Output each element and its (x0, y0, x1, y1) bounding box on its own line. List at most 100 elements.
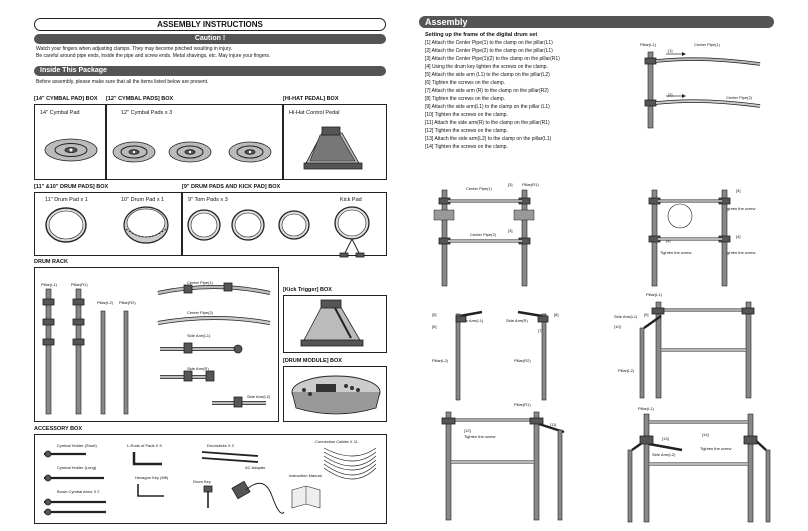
kick-trigger-image (300, 299, 364, 347)
cymbal14-label: 14" Cymbal Pad (40, 110, 80, 116)
kick-trigger-title: [Kick Trigger] BOX (283, 287, 332, 293)
d3-n4-c: [4] (736, 234, 741, 239)
step-2: [2] Attach the Center Pipe(2) to the cla… (425, 48, 553, 54)
d7-side-l2-label: Side Arm(L2) (652, 452, 676, 457)
d6-n12: [12] (464, 428, 471, 433)
page-title: ASSEMBLY INSTRUCTIONS (34, 18, 386, 31)
cymbal12-image (112, 141, 272, 163)
acc-hex-key-label: Hexagon Key (M6) (135, 475, 169, 480)
drum-module-image (291, 375, 381, 415)
inside-heading: Inside This Package (34, 66, 386, 76)
acc-drum-key-label: Drum Key (193, 479, 211, 484)
rack-center2-label: Center Pipe(2) (187, 310, 214, 315)
rack-center1-label: Center Pipe(1) (187, 280, 214, 285)
d7-n14: [14] (702, 432, 709, 437)
steps-list: [1] Attach the Center Pipe(1) to the cla… (425, 40, 630, 152)
module-title: [DRUM MODULE] BOX (283, 358, 342, 364)
step-6: [6] Tighten the screws on the clamp. (425, 80, 506, 86)
caution-heading: Caution ! (34, 34, 386, 44)
diagram-1 (644, 51, 761, 129)
cymbal14-title: [14" CYMBAL PAD] BOX (34, 96, 98, 102)
step-7: [7] Attach the side arm (R) to the clamp… (425, 88, 549, 94)
rack-side-l1-label: Side Arm(L1) (187, 333, 211, 338)
d6-n11: [11] (550, 422, 557, 427)
d4-side-l1-label: Side Arm(L1) (460, 318, 484, 323)
d3-tighten-a: Tighten the screw (724, 206, 756, 211)
d4-side-r-label: Side Arm(R) (506, 318, 528, 323)
d6-pillar-r1-label: Pillar(R1) (514, 402, 531, 407)
d3-n4-a: [4] (736, 188, 741, 193)
d1-n1: [1] (668, 48, 673, 53)
drum9-label: 9" Tom Pads x 3 (188, 197, 228, 203)
acc-boom-arms-label: Boom Cymbal Arms X 2 (57, 489, 100, 494)
drum9-kick-image (187, 206, 370, 258)
d2-pillar-label: Pillar(R1) (522, 182, 539, 187)
d6-tighten: Tighten the screw (464, 434, 496, 439)
caution-line-2: Be careful around pipe ends, inside the … (36, 53, 271, 59)
step-8: [8] Tighten the screws on the clamp. (425, 96, 506, 102)
d1-pillar-label: Pillar(L1) (640, 42, 657, 47)
acc-manual-label: Instruction Manual (289, 473, 322, 478)
d3-tighten-c: Tighten the screw (724, 250, 756, 255)
d4-n7: [7] (538, 328, 543, 333)
hihat-title: [HI-HAT PEDAL] BOX (283, 96, 339, 102)
d4-pillar-r2-label: Pillar(R2) (514, 358, 531, 363)
step-4: [4] Using the drum key lighten the screw… (425, 64, 548, 70)
d4-pillar-l2-label: Pillar(L2) (432, 358, 449, 363)
caution-line-1: Watch your fingers when adjusting clamps… (36, 46, 233, 52)
d2-center1-label: Center Pipe(1) (466, 186, 493, 191)
diagram-2 (433, 189, 535, 287)
assembly-subheading: Setting up the frame of the digital drum… (425, 32, 538, 38)
rack-pillar-l1-label: Pillar(L1) (41, 282, 58, 287)
right-page: Assembly Setting up the frame of the dig… (404, 0, 808, 531)
d2-center2-label: Center Pipe(2) (470, 232, 497, 237)
diagram-5 (639, 301, 755, 399)
acc-cymbal-holder-short-label: Cymbal Holder (Short) (57, 443, 97, 448)
acc-drumsticks-label: Drumsticks X 2 (207, 443, 234, 448)
drum9-title: [9" DRUM PADS AND KICK PAD] BOX (182, 184, 281, 190)
acc-ac-adapter-label: AC Adapter (245, 465, 266, 470)
step-1: [1] Attach the Center Pipe(1) to the cla… (425, 40, 553, 46)
drum10-label: 10" Drum Pad x 1 (121, 197, 165, 203)
step-11: [11] Attach the side arm(R) to the clamp… (425, 120, 550, 126)
d5-side-l1-label: Side Arm(L1) (614, 314, 638, 319)
rack-title: DRUM RACK (34, 259, 68, 265)
diagram-4 (455, 310, 549, 401)
d2-n3b: [3] (508, 228, 513, 233)
step-3: [3] Attach the Center Pipe(1)(2) to the … (425, 56, 560, 62)
step-12: [12] Tighten the screws on the clamp. (425, 128, 508, 134)
d7-tighten: Tighten the screw (700, 446, 732, 451)
d1-center1-label: Center Pipe(1) (694, 42, 721, 47)
rack-side-r-label: Side Arm(R) (187, 366, 209, 371)
drum11-label: 11" Drum Pad x 1 (45, 197, 88, 203)
drum11-title: [11" &10" DRUM PADS] BOX (34, 184, 109, 190)
d3-tighten-b: Tighten the screw (660, 250, 692, 255)
accessory-parts-image (44, 447, 377, 516)
rack-parts-image (42, 282, 271, 415)
d5-pillar-l1-label: Pillar(L1) (646, 292, 663, 297)
acc-cymbal-holder-long-label: Cymbal Holder (Long) (57, 465, 97, 470)
d5-pillar-l2-label: Pillar(L2) (618, 368, 635, 373)
step-14: [14] Tighten the screws on the clamp. (425, 144, 508, 150)
left-page: ASSEMBLY INSTRUCTIONS Caution ! Watch yo… (0, 0, 400, 531)
accessory-title: ACCESSORY BOX (34, 426, 82, 432)
cymbal14-image (44, 138, 98, 162)
acc-l-rods-label: L-Rods of Pads X 5 (127, 443, 162, 448)
drum11-10-image (45, 206, 169, 244)
d2-n3: [3] (508, 182, 513, 187)
d1-n2: [2] (668, 92, 673, 97)
rack-side-l2-label: Side Arm(L2) (247, 394, 271, 399)
diagram-7 (627, 413, 771, 523)
assembly-heading: Assembly (419, 16, 774, 28)
d1-center2-label: Center Pipe(2) (726, 95, 753, 100)
acc-cables-label: Connection Cables X 11 (315, 439, 358, 444)
inside-text: Before assembly, please make sure that a… (36, 79, 209, 85)
step-10: [10] Tighten the screws on the clamp. (425, 112, 508, 118)
step-13: [13] Attach the side arm(L2) to the clam… (425, 136, 552, 142)
step-9: [9] Attach the side arm(L1) to the clamp… (425, 104, 550, 110)
d5-n9: [9] (644, 312, 649, 317)
cymbal12-label: 12" Cymbal Pads x 3 (121, 110, 173, 116)
diagram-3 (648, 189, 731, 287)
d4-n8: [8] (554, 312, 559, 317)
rack-pillar-r1-label: Pillar(R1) (71, 282, 88, 287)
